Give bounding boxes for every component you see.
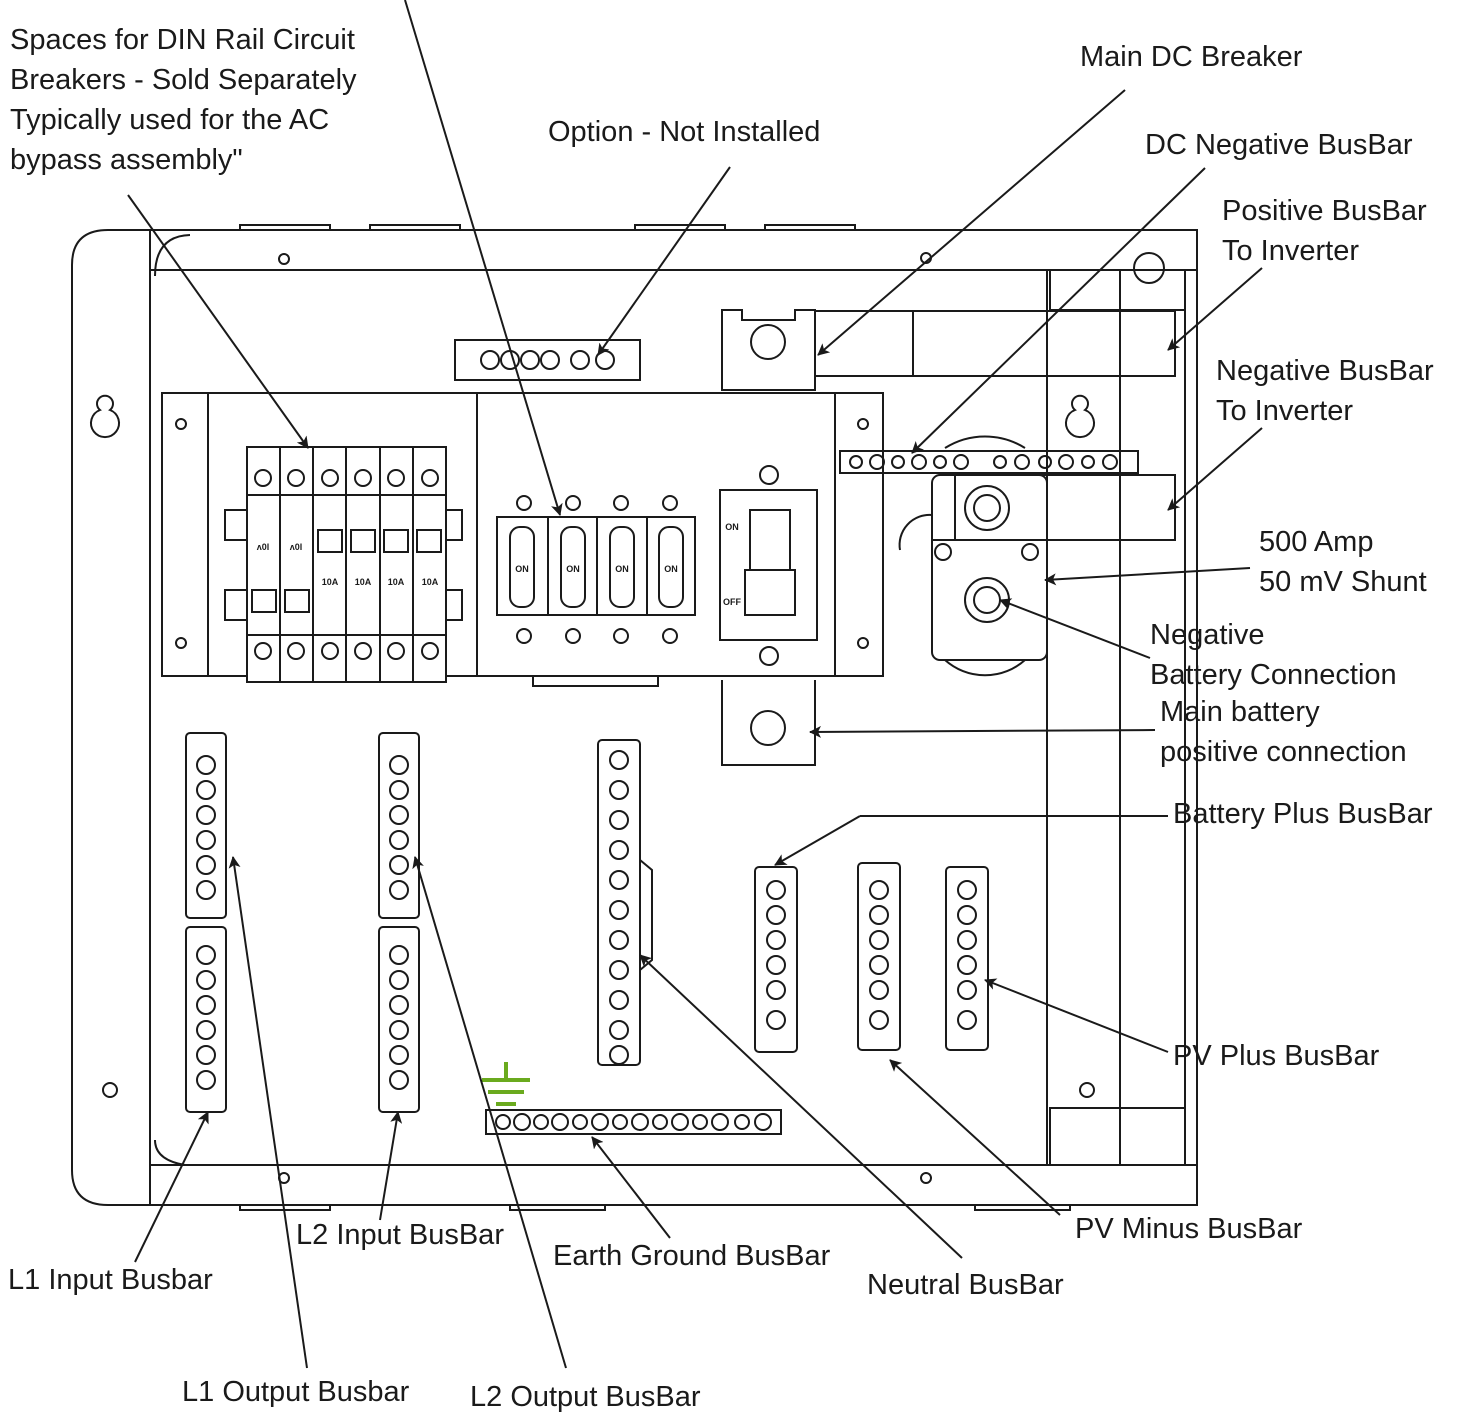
battery-plus-busbar-label: Battery Plus BusBar (1173, 798, 1433, 830)
din-right-label-4: 10A (422, 577, 439, 587)
option-bar (454, 339, 641, 381)
toggle-switches (496, 495, 696, 644)
negative-battery-line2: Battery Connection (1150, 659, 1397, 691)
positive-busbar-line1: Positive BusBar (1222, 195, 1427, 227)
main-dc-breaker (719, 309, 818, 766)
main-breaker-off-label: OFF (723, 597, 741, 607)
din-rail-callout-line1: Spaces for DIN Rail Circuit (10, 24, 355, 56)
dc-busbars (754, 862, 989, 1053)
negative-busbar-to-inverter-label: Negative BusBar To Inverter (1216, 351, 1434, 431)
shunt-line2: 50 mV Shunt (1259, 566, 1427, 598)
negative-busbar-line2: To Inverter (1216, 395, 1353, 427)
main-battery-positive-line1: Main battery (1160, 696, 1320, 728)
din-rail-breakers (224, 446, 463, 683)
dc-negative-busbar-screws (849, 454, 1118, 470)
l1-output-busbar-label: L1 Output Busbar (182, 1376, 410, 1408)
switch-label-1: ON (515, 564, 529, 574)
neutral-busbar-part (597, 739, 653, 1066)
positive-busbar-to-inverter-label: Positive BusBar To Inverter (1222, 191, 1427, 271)
main-dc-breaker-label: Main DC Breaker (1080, 41, 1303, 73)
negative-battery-connection-label: Negative Battery Connection (1150, 615, 1397, 695)
positive-busbar-line2: To Inverter (1222, 235, 1359, 267)
option-not-installed-label: Option - Not Installed (548, 116, 821, 148)
din-rail-callout-line3: Typically used for the AC (10, 104, 330, 136)
din-rail-callout: Spaces for DIN Rail Circuit Breakers - S… (10, 20, 357, 180)
callout-arrows (127, 0, 1263, 1369)
dc-negative-busbar-part (839, 450, 1139, 474)
enclosure (71, 224, 1198, 1211)
shunt-label: 500 Amp 50 mV Shunt (1259, 522, 1427, 602)
dc-negative-busbar-label: DC Negative BusBar (1145, 129, 1413, 161)
din-rail-callout-line4: bypass assembly" (10, 144, 243, 176)
din-right-label-2: 10A (355, 577, 372, 587)
pv-minus-busbar-label: PV Minus BusBar (1075, 1213, 1303, 1245)
switch-label-4: ON (664, 564, 678, 574)
negative-busbar-line1: Negative BusBar (1216, 355, 1434, 387)
din-left-label-2: ʌ0l (290, 542, 303, 552)
din-right-label-1: 10A (322, 577, 339, 587)
din-right-label-3: 10A (388, 577, 405, 587)
switch-label-2: ON (566, 564, 580, 574)
main-battery-positive-label: Main battery positive connection (1160, 692, 1407, 772)
pv-plus-busbar-label: PV Plus BusBar (1173, 1040, 1380, 1072)
shunt-line1: 500 Amp (1259, 526, 1374, 558)
l1-input-busbar-label: L1 Input Busbar (8, 1264, 213, 1296)
din-left-label-1: ʌ0l (257, 542, 270, 552)
l1-busbars (185, 732, 227, 1113)
earth-ground-busbar-label: Earth Ground BusBar (553, 1240, 831, 1272)
main-breaker-on-label: ON (725, 522, 739, 532)
din-rail-callout-line2: Breakers - Sold Separately (10, 64, 357, 96)
l2-busbars (378, 732, 420, 1113)
breaker-panel (161, 392, 884, 687)
neutral-busbar-label: Neutral BusBar (867, 1269, 1064, 1301)
l2-output-busbar-label: L2 Output BusBar (470, 1381, 701, 1413)
ground-symbol-icon (482, 1062, 530, 1106)
main-battery-positive-line2: positive connection (1160, 736, 1407, 768)
switch-label-3: ON (615, 564, 629, 574)
l2-input-busbar-label: L2 Input BusBar (296, 1219, 504, 1251)
earth-ground-busbar-part (485, 1109, 782, 1135)
negative-battery-line1: Negative (1150, 619, 1265, 651)
